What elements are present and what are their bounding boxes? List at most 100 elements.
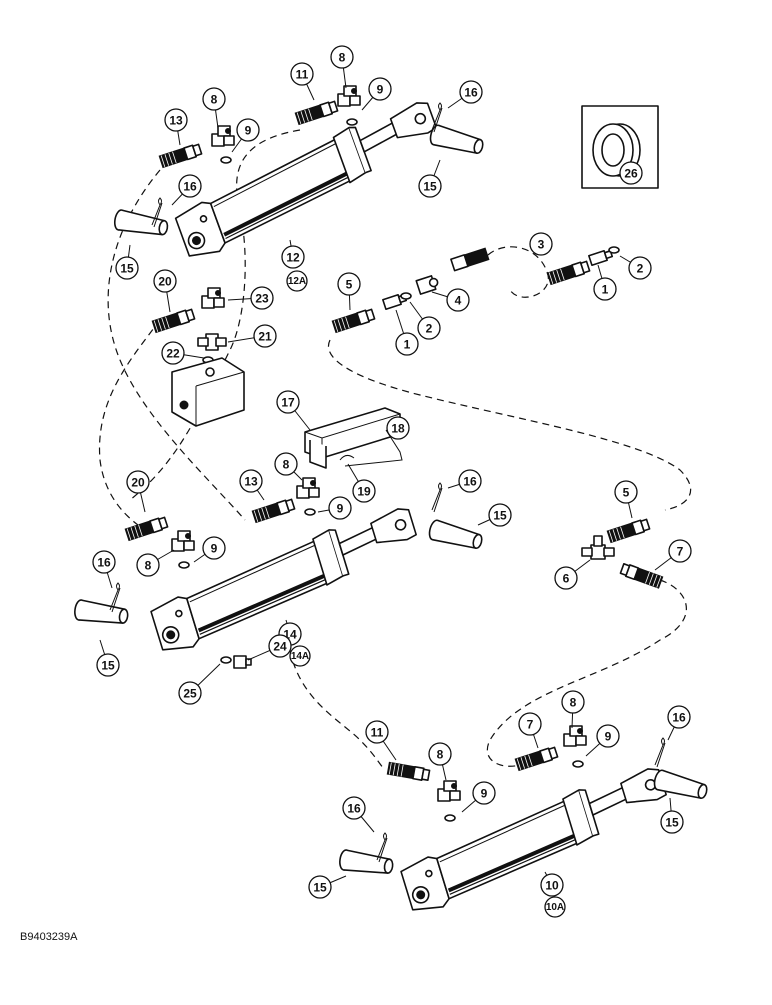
- oring-9-top-left: [220, 156, 232, 164]
- callout-bubble-c16f: [342, 796, 366, 820]
- hose-route-5: [327, 339, 692, 511]
- callout-label-c6: 6: [563, 572, 570, 586]
- oring-9-bottom-right: [572, 760, 584, 768]
- hose-end-7-bottom: [514, 745, 559, 772]
- elbow-8-middle-right: [296, 477, 320, 499]
- callout-bubble-c15d: [96, 653, 120, 677]
- callout-bubble-c9a: [236, 118, 260, 142]
- clip-19: [339, 454, 355, 461]
- callout-label-c15d: 15: [101, 659, 115, 673]
- callout-label-c15b: 15: [120, 262, 134, 276]
- elbow-8-top-right: [337, 85, 361, 107]
- hose-end-7-right: [619, 562, 664, 589]
- callout-label-c8c: 8: [283, 458, 290, 472]
- elbow-8-bottom-left: [437, 780, 461, 802]
- hose-end-11-bottom: [386, 761, 431, 783]
- callout-bubble-c25: [178, 681, 202, 705]
- callout-bubble-c12: [281, 245, 305, 269]
- hose-end-20-lower: [124, 515, 169, 542]
- hose-end-5-top: [331, 307, 376, 334]
- callout-label-c1b: 1: [404, 338, 411, 352]
- oring-2-left: [400, 292, 412, 300]
- elbow-8-top-left: [211, 125, 235, 147]
- callout-bubble-c8a: [202, 87, 226, 111]
- callout-label-c8b: 8: [339, 51, 346, 65]
- callout-bubble-c11b: [365, 720, 389, 744]
- tee-6: [581, 535, 615, 560]
- callout-bubble-c15f: [308, 875, 332, 899]
- callout-label-c8f: 8: [570, 696, 577, 710]
- hose-end-5-right: [606, 517, 651, 544]
- callout-bubble-c24: [268, 634, 292, 658]
- callout-label-c7b: 7: [527, 718, 534, 732]
- callout-label-c5a: 5: [346, 278, 353, 292]
- callout-label-c12: 12: [286, 251, 300, 265]
- elbow-8-middle-left: [171, 530, 195, 552]
- callout-bubble-c11a: [290, 62, 314, 86]
- callout-bubble-c18: [386, 416, 410, 440]
- hose-end-3-right: [546, 259, 591, 286]
- callout-bubble-c7b: [518, 712, 542, 736]
- callout-label-c11a: 11: [296, 68, 309, 82]
- callout-label-c18: 18: [391, 422, 405, 436]
- callout-label-c7a: 7: [677, 545, 684, 559]
- callout-label-c14a: 14A: [291, 651, 309, 662]
- hose-route-7: [486, 579, 687, 767]
- nut-4: [415, 275, 439, 295]
- callout-label-c16f: 16: [347, 802, 361, 816]
- oring-25: [220, 656, 232, 664]
- callout-label-c23: 23: [255, 292, 269, 306]
- callout-bubble-c17: [276, 390, 300, 414]
- hose-route-20: [98, 319, 161, 531]
- adapter-1-right: [588, 249, 614, 267]
- callout-label-c8e: 8: [437, 748, 444, 762]
- callout-bubble-c16c: [458, 469, 482, 493]
- clevis-pin-middle-right: [426, 518, 485, 553]
- cylinder-bottom: [391, 763, 681, 918]
- callout-label-c9c: 9: [337, 502, 344, 516]
- callout-bubble-c9f: [596, 724, 620, 748]
- clevis-pin-top-right: [427, 123, 486, 158]
- callout-label-c1a: 1: [602, 283, 609, 297]
- tee-21: [197, 333, 227, 351]
- callout-label-c9e: 9: [481, 787, 488, 801]
- callout-bubble-c15a: [418, 174, 442, 198]
- callout-label-c13a: 13: [169, 114, 183, 128]
- callout-bubble-c2a: [628, 256, 652, 280]
- hose-end-20-upper: [151, 307, 196, 334]
- callout-bubble-c1a: [593, 277, 617, 301]
- plug-24: [233, 655, 252, 669]
- callout-label-c25: 25: [183, 687, 197, 701]
- callout-bubble-c9d: [202, 536, 226, 560]
- callout-label-c16c: 16: [463, 475, 477, 489]
- callout-label-c15f: 15: [313, 881, 327, 895]
- hose-end-3-left: [450, 247, 490, 272]
- callout-bubble-c8f: [561, 690, 585, 714]
- hose-end-13-middle: [251, 497, 296, 524]
- callout-label-c10: 10: [545, 879, 559, 893]
- callout-bubble-c1b: [395, 332, 419, 356]
- elbow-23: [201, 287, 225, 309]
- callout-bubble-c8c: [274, 452, 298, 476]
- callout-bubble-c5b: [614, 480, 638, 504]
- callout-bubble-c8e: [428, 742, 452, 766]
- callout-bubble-c6: [554, 566, 578, 590]
- oring-9-top-right: [346, 118, 358, 126]
- clevis-pin-middle-left: [72, 598, 130, 628]
- callout-label-c9a: 9: [245, 124, 252, 138]
- callout-bubble-c26: [619, 161, 643, 185]
- callout-label-c12a: 12A: [288, 276, 306, 287]
- callout-bubble-c8b: [330, 45, 354, 69]
- oring-9-middle-right: [304, 508, 316, 516]
- callout-label-c9b: 9: [377, 83, 384, 97]
- callout-bubble-c19: [352, 479, 376, 503]
- callout-bubble-c16a: [459, 80, 483, 104]
- callout-bubble-c4: [446, 288, 470, 312]
- callout-label-c20b: 20: [131, 476, 145, 490]
- callout-label-c24: 24: [273, 640, 287, 654]
- callout-label-c16a: 16: [464, 86, 478, 100]
- oring-9-middle-left: [178, 561, 190, 569]
- callout-bubble-c15c: [488, 503, 512, 527]
